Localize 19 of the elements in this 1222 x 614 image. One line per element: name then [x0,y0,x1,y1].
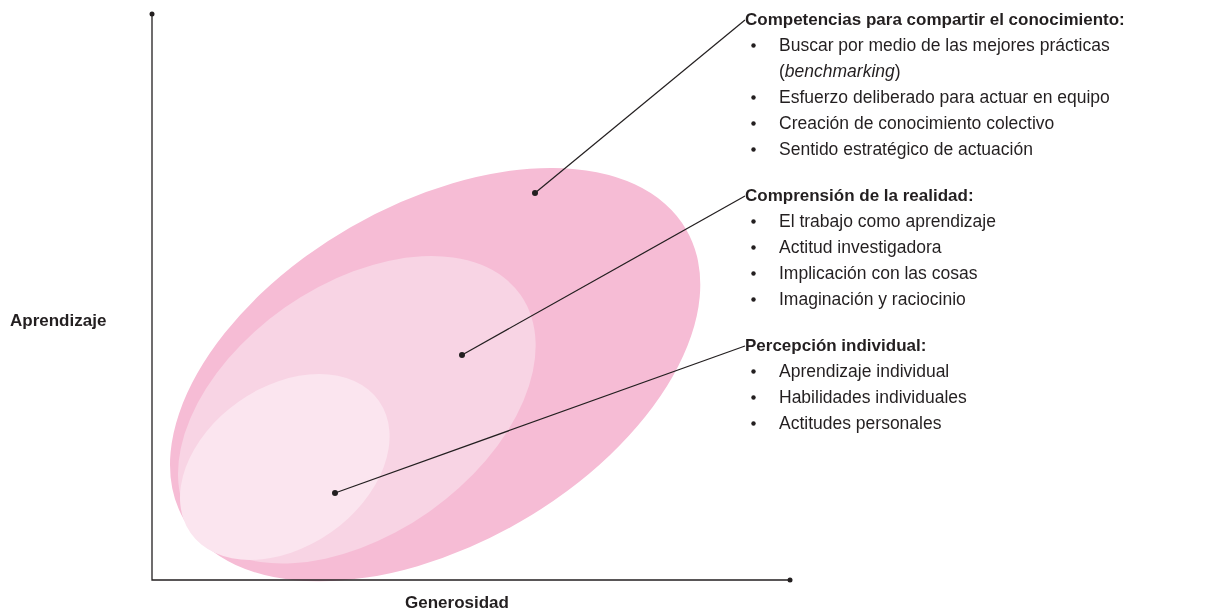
bullet-item: Buscar por medio de las mejores prácticas (benchmarking) [779,32,1209,84]
bullet-item: Actitud investigadora [779,234,1209,260]
heading-text: Percepción individual: [745,335,927,357]
bullet-item: Sentido estratégico de actuación [779,136,1209,162]
bullet-item: El trabajo como aprendizaje [779,208,1209,234]
bullet-item: Aprendizaje individual [779,358,1209,384]
bullet-item: Creación de conocimiento colectivo [779,110,1209,136]
leader-line [532,19,746,196]
leader-line [459,195,746,358]
bullet-item: Implicación con las cosas [779,260,1209,286]
bullet-item: Actitudes personales [779,410,1209,436]
leader-line [332,345,746,496]
heading-text: Competencias para compartir el conocimiento: [745,9,1125,31]
bullet-item: Habilidades individuales [779,384,1209,410]
heading-text: Comprensión de la realidad: [745,185,974,207]
bullet-item: Esfuerzo deliberado para actuar en equipo [779,84,1209,110]
axis-title: Generosidad [405,593,509,613]
bullet-item: Imaginación y raciocinio [779,286,1209,312]
axis-title: Aprendizaje [10,311,107,331]
